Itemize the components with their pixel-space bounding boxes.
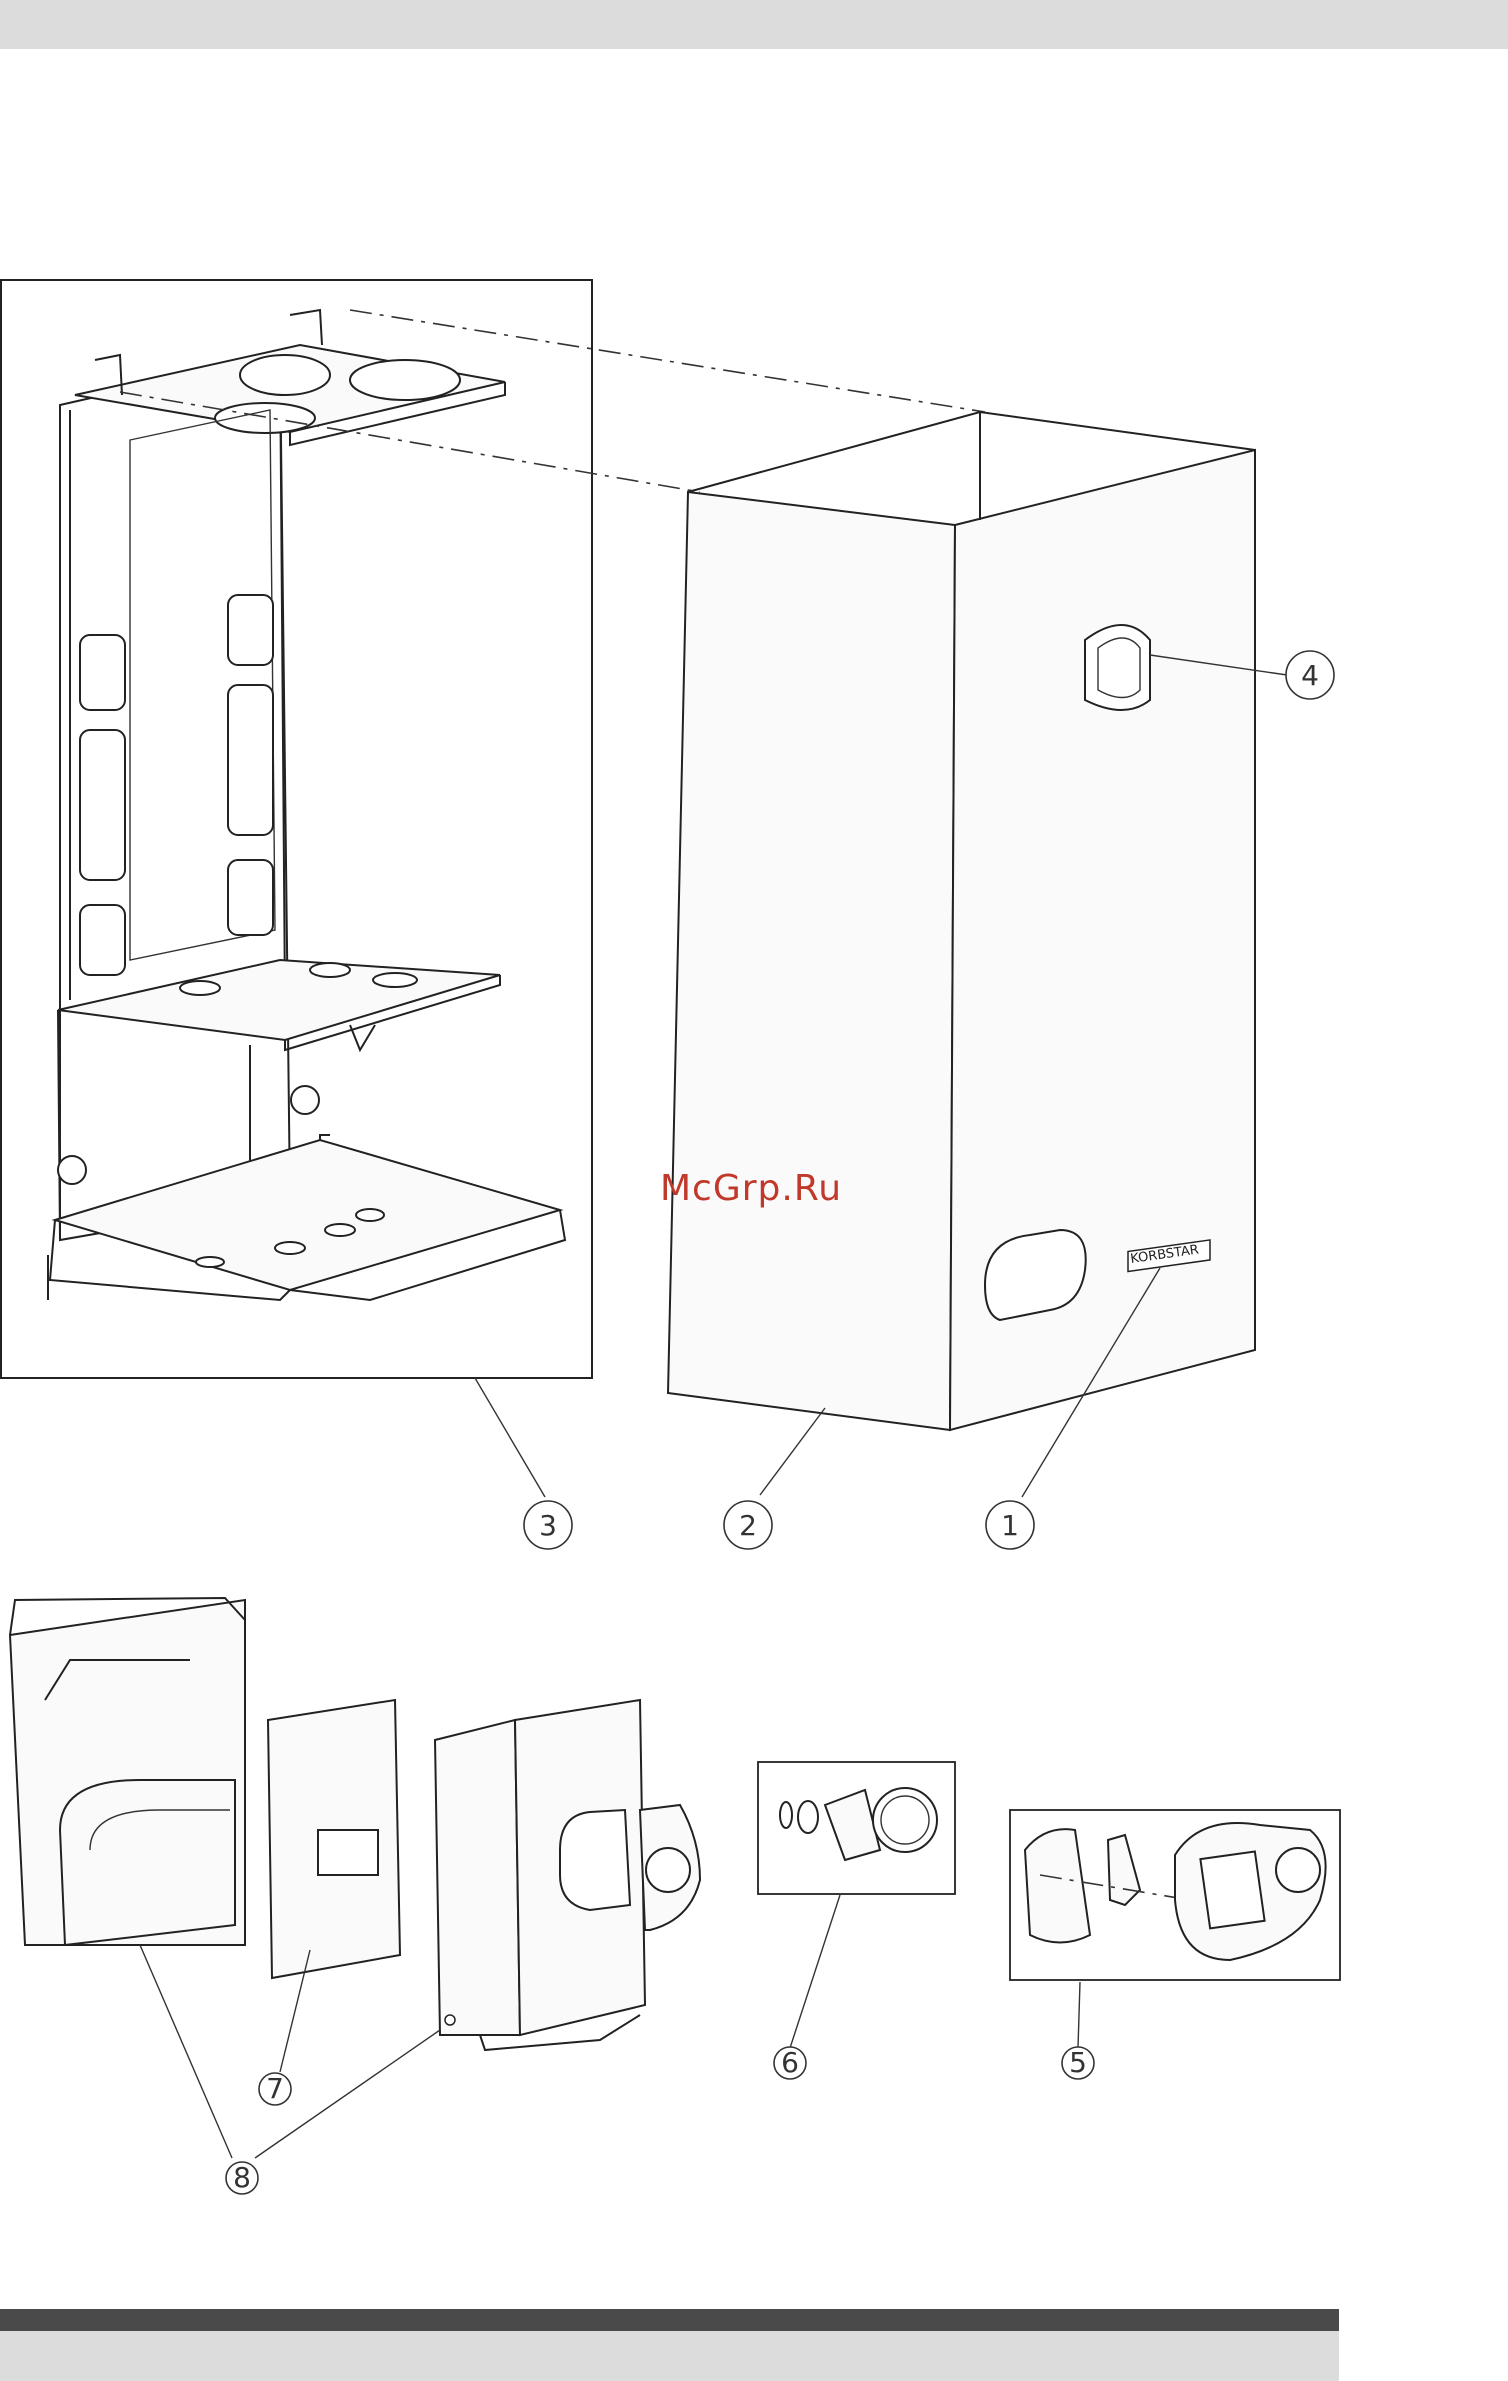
callout-5: 5: [1062, 2046, 1094, 2079]
internal-components: [10, 1598, 700, 2050]
callout-5-label: 5: [1069, 2046, 1087, 2079]
callout-2-label: 2: [739, 1509, 757, 1542]
knob-inset: [1010, 1810, 1340, 1980]
callout-1-label: 1: [1001, 1509, 1019, 1542]
callout-4-label: 4: [1301, 659, 1319, 692]
gauge-inset: [758, 1762, 955, 1894]
callout-3-label: 3: [539, 1509, 557, 1542]
watermark-text: McGrp.Ru: [660, 1168, 842, 1209]
callout-8-label: 8: [233, 2161, 251, 2194]
frame-assembly: [1, 280, 592, 1378]
front-casing: KORBSTAR: [668, 412, 1255, 1430]
assembly-line-front: [120, 392, 700, 492]
callout-1: 1: [986, 1501, 1034, 1549]
gauge-dial: [873, 1788, 937, 1852]
callout-7-label: 7: [266, 2072, 284, 2105]
callout-4: 4: [1286, 651, 1334, 699]
footer-light-bar: [0, 2331, 1339, 2381]
callout-8: 8: [226, 2161, 258, 2194]
footer-dark-bar: [0, 2309, 1339, 2331]
callout-7: 7: [259, 2072, 291, 2105]
callout-6-label: 6: [781, 2046, 799, 2079]
callout-3: 3: [524, 1501, 572, 1549]
callout-2: 2: [724, 1501, 772, 1549]
callout-6: 6: [774, 2046, 806, 2079]
